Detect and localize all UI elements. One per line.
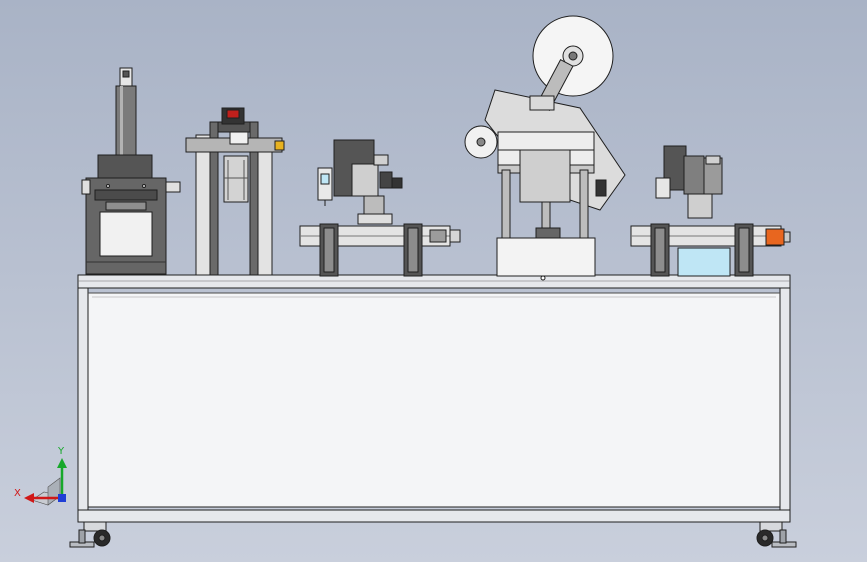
table-bottom-rail <box>77 509 791 523</box>
arrow-up-icon <box>57 458 67 498</box>
right-caster <box>756 521 797 548</box>
press-station <box>81 67 181 275</box>
table-right-post <box>779 287 791 521</box>
feeder-station <box>185 107 285 276</box>
conveyor-station-a <box>299 139 461 277</box>
label-reel-station <box>464 15 626 277</box>
arrow-left-icon <box>24 493 62 503</box>
axis-x-label: X <box>14 488 21 499</box>
coordinate-triad: X Y <box>14 446 67 506</box>
table-top-rail <box>77 274 791 289</box>
table-front-panel <box>87 292 781 508</box>
axis-z-marker <box>58 494 66 502</box>
left-caster <box>69 521 111 548</box>
axis-y-label: Y <box>57 446 65 457</box>
table-left-post <box>77 287 89 521</box>
conveyor-station-b <box>630 145 791 277</box>
machine-table <box>69 274 797 548</box>
